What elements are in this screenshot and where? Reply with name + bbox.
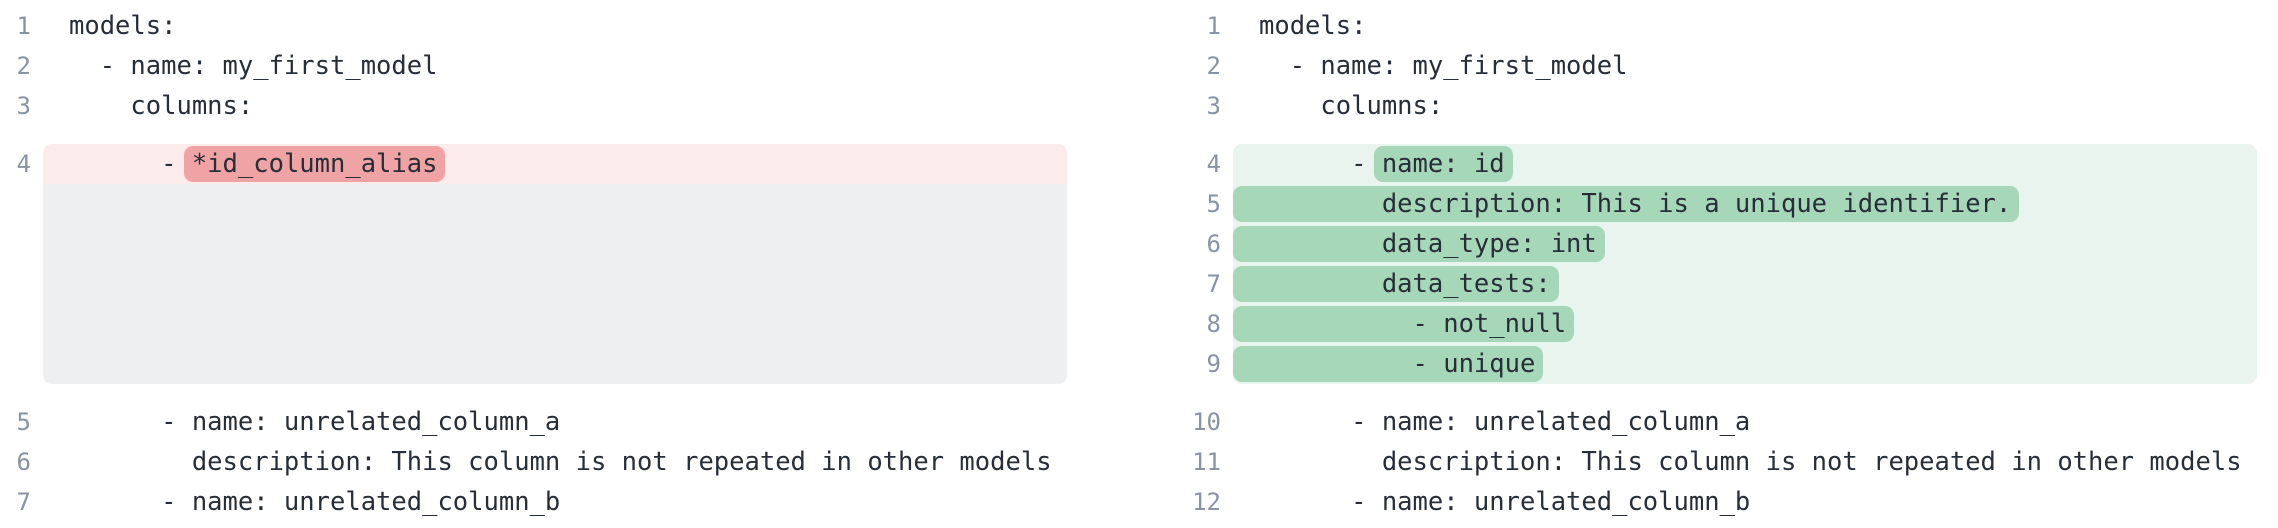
collapsed-placeholder: [43, 184, 1067, 384]
code-line: 3 columns:: [1190, 86, 2257, 126]
code-text: - name: unrelated_column_b: [69, 487, 561, 517]
added-token: data_type: int: [1233, 226, 1605, 262]
code-line: 1 models:: [0, 6, 1067, 46]
hunk-line-numbers: 4 5 6 7 8 9: [1190, 144, 1221, 384]
line-number: 4: [1206, 150, 1221, 178]
added-token: data_tests:: [1233, 266, 1559, 302]
code-line: 10 - name: unrelated_column_a: [1190, 402, 2257, 442]
line-number: 12: [1192, 488, 1221, 516]
added-token: name: id: [1373, 146, 1513, 182]
added-line: - unique: [1233, 344, 2257, 384]
removed-hunk: 4 - *id_column_alias: [0, 144, 1067, 384]
line-number: 4: [16, 150, 31, 178]
code-line: 7 - name: unrelated_column_b: [0, 482, 1067, 522]
line-number: 6: [16, 448, 31, 476]
code-line: 2 - name: my_first_model: [1190, 46, 2257, 86]
added-block: - name: id description: This is a unique…: [1233, 144, 2257, 384]
line-number: 7: [16, 488, 31, 516]
code-line: 11 description: This column is not repea…: [1190, 442, 2257, 482]
line-number: 2: [16, 52, 31, 80]
code-text: columns:: [69, 91, 254, 121]
code-text: - name: my_first_model: [1259, 51, 1628, 81]
added-token: - unique: [1233, 346, 1544, 382]
code-line: 3 columns:: [0, 86, 1067, 126]
code-text: - name: my_first_model: [69, 51, 438, 81]
added-token: - not_null: [1233, 306, 1575, 342]
hunk-line-numbers: 4: [0, 144, 31, 384]
removed-token: *id_column_alias: [183, 146, 446, 182]
removed-block: - *id_column_alias: [43, 144, 1067, 384]
code-text: description: This column is not repeated…: [1259, 447, 2242, 477]
code-text: - name: unrelated_column_a: [1259, 407, 1751, 437]
removed-line: - *id_column_alias: [43, 144, 1067, 184]
code-text: description: This column is not repeated…: [69, 447, 1052, 477]
code-text: models:: [1259, 11, 1367, 41]
line-number: 1: [16, 12, 31, 40]
added-line: description: This is a unique identifier…: [1233, 184, 2257, 224]
added-line: data_tests:: [1233, 264, 2257, 304]
line-number: 6: [1206, 230, 1221, 258]
added-line: - not_null: [1233, 304, 2257, 344]
code-text: -: [1259, 149, 1382, 179]
line-number: 11: [1192, 448, 1221, 476]
line-number: 5: [16, 408, 31, 436]
pane-after: 1 models: 2 - name: my_first_model 3 col…: [1190, 6, 2257, 522]
code-line: 1 models:: [1190, 6, 2257, 46]
line-number: 1: [1206, 12, 1221, 40]
code-line: 5 - name: unrelated_column_a: [0, 402, 1067, 442]
code-line: 2 - name: my_first_model: [0, 46, 1067, 86]
code-text: -: [69, 149, 192, 179]
line-number: 3: [1206, 92, 1221, 120]
added-line: - name: id: [1233, 144, 2257, 184]
code-line: 12 - name: unrelated_column_b: [1190, 482, 2257, 522]
line-number: 8: [1206, 310, 1221, 338]
added-token: description: This is a unique identifier…: [1233, 186, 2020, 222]
line-number: 3: [16, 92, 31, 120]
line-number: 9: [1206, 350, 1221, 378]
line-number: 10: [1192, 408, 1221, 436]
line-number: 5: [1206, 190, 1221, 218]
pane-before: 1 models: 2 - name: my_first_model 3 col…: [0, 6, 1067, 522]
added-line: data_type: int: [1233, 224, 2257, 264]
code-text: - name: unrelated_column_a: [69, 407, 561, 437]
code-text: columns:: [1259, 91, 1444, 121]
code-text: models:: [69, 11, 177, 41]
code-text: - name: unrelated_column_b: [1259, 487, 1751, 517]
line-number: 2: [1206, 52, 1221, 80]
added-hunk: 4 5 6 7 8 9 - name: id description: This…: [1190, 144, 2257, 384]
line-number: 7: [1206, 270, 1221, 298]
code-line: 6 description: This column is not repeat…: [0, 442, 1067, 482]
